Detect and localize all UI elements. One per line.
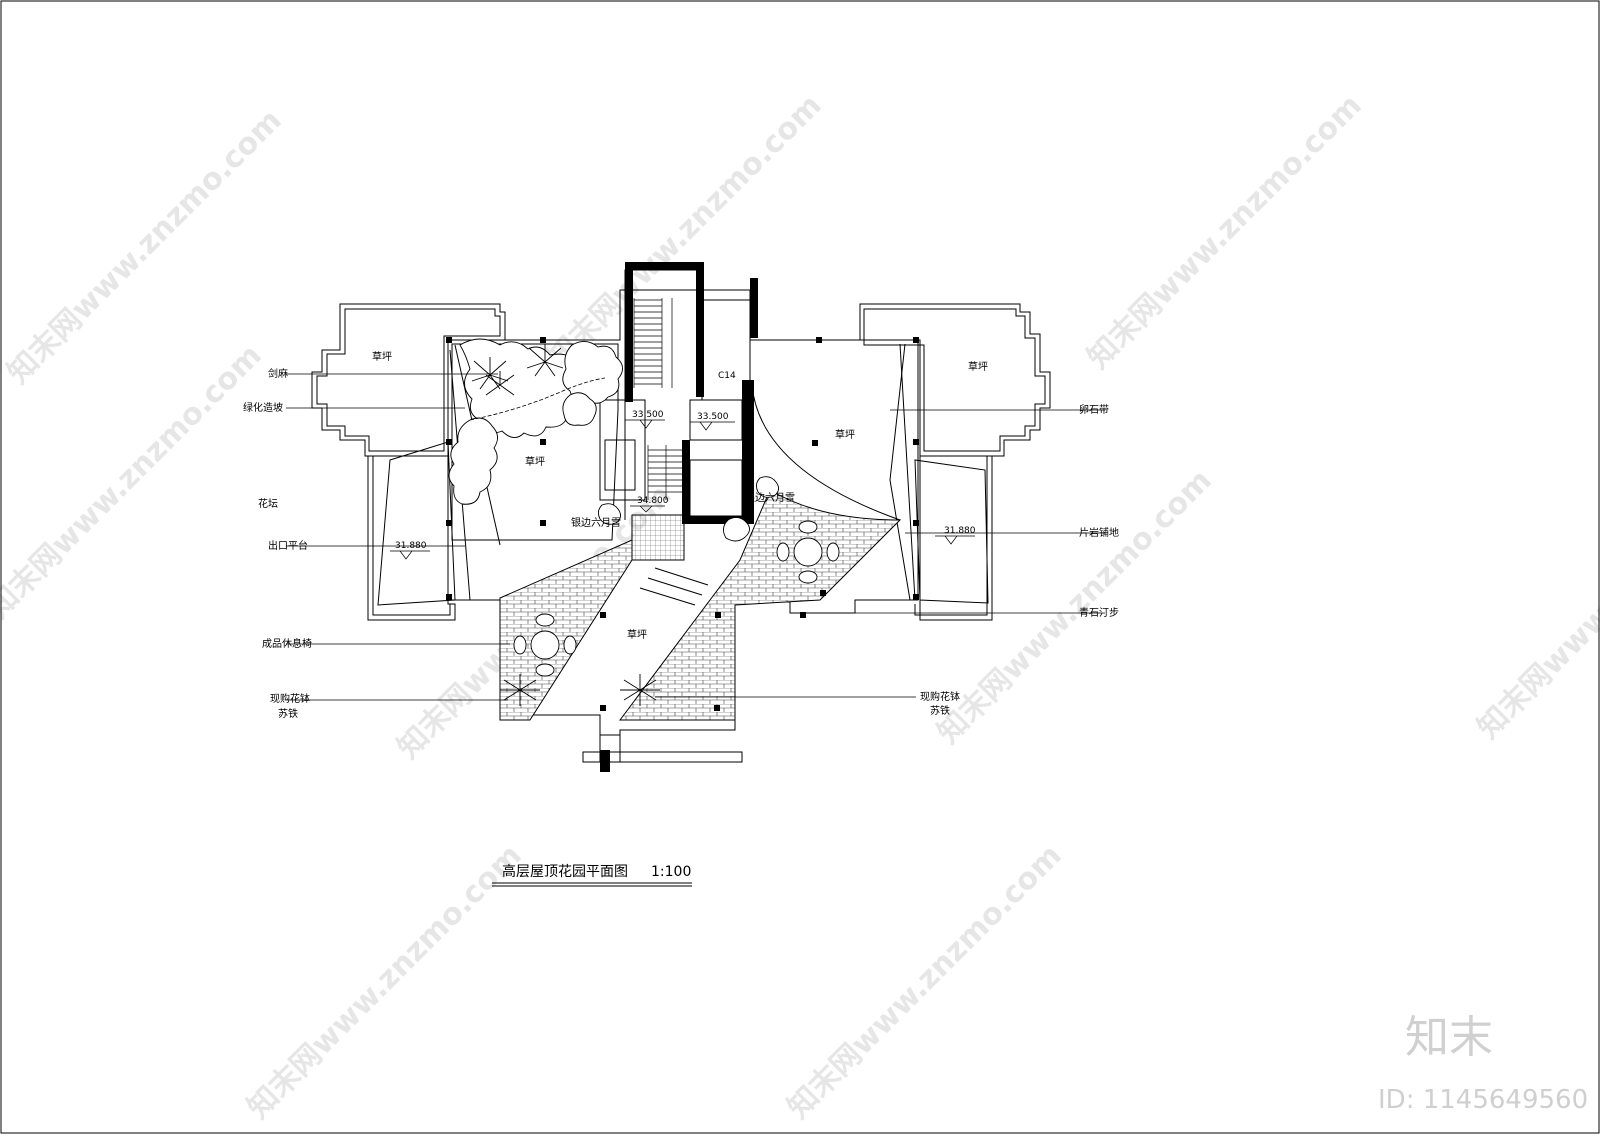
label-huabo-left: 现购花钵 xyxy=(270,692,310,705)
elevation-markers xyxy=(390,419,975,560)
elevation-3: 34.800 xyxy=(637,496,669,506)
paving-areas xyxy=(499,489,902,721)
drawing-scale: 1:100 xyxy=(651,864,691,880)
drawing-title: 高层屋顶花园平面图 xyxy=(502,863,628,880)
title-underline xyxy=(492,882,692,887)
area-lawn-bottom: 草坪 xyxy=(627,628,647,641)
elevation-4: 31.880 xyxy=(395,541,427,551)
curved-boundary xyxy=(751,384,901,521)
stair-core xyxy=(599,262,758,561)
watermark-6: 知末网www.znzmo.com xyxy=(931,463,1219,751)
label-jianma: 剑麻 xyxy=(268,367,288,380)
watermark-8: 知末网www.znzmo.com xyxy=(241,838,529,1126)
watermark-4: 知末网www.znzmo.com xyxy=(0,338,269,626)
label-luanshi: 卵石带 xyxy=(1079,404,1109,416)
seating-sets xyxy=(513,520,840,677)
label-chukou: 出口平台 xyxy=(268,539,308,552)
label-huabo-right: 现购花钵 xyxy=(920,690,960,703)
area-lawn-top-right: 草坪 xyxy=(968,360,988,373)
label-qingshi: 青石汀步 xyxy=(1079,606,1119,619)
columns xyxy=(446,337,919,772)
cycad-plants xyxy=(500,674,660,706)
label-sutie-right: 苏铁 xyxy=(930,704,950,717)
watermark-3: 知末网www.znzmo.com xyxy=(1081,88,1369,376)
drawing-id: ID: 1145649560 xyxy=(1378,1085,1588,1115)
watermark-7: 知末网www.znzmo.com xyxy=(1471,458,1600,746)
area-yinbian-right: 银边六月雪 xyxy=(745,491,795,504)
area-lawn-top-left: 草坪 xyxy=(372,350,392,363)
label-xiuxiyi: 成品休息椅 xyxy=(262,637,312,650)
right-wing xyxy=(859,303,1051,621)
green-slope-line xyxy=(469,377,606,421)
watermark-9: 知末网www.znzmo.com xyxy=(781,838,1069,1126)
label-sutie-left: 苏铁 xyxy=(278,707,298,720)
sword-plants xyxy=(471,344,564,396)
stepping-stones xyxy=(639,567,709,606)
label-pianyan: 片岩铺地 xyxy=(1079,526,1119,539)
area-lawn-center-left: 草坪 xyxy=(525,455,545,468)
brand-logo: 知末 xyxy=(1405,1012,1493,1063)
area-yinbian-left: 银边六月雪 xyxy=(571,516,621,529)
shrubs xyxy=(448,338,779,542)
label-lvhua: 绿化造坡 xyxy=(243,401,283,414)
elevation-1: 33.500 xyxy=(632,410,664,420)
area-lawn-center-right: 草坪 xyxy=(835,428,855,441)
watermark-2: 知末网www.znzmo.com xyxy=(541,88,829,376)
elevation-2: 33.500 xyxy=(697,412,729,422)
elevation-5: 31.880 xyxy=(944,526,976,536)
watermarks: 知末网www.znzmo.com 知末网www.znzmo.com 知末网www… xyxy=(0,88,1600,1126)
leader-lines xyxy=(286,373,1105,701)
label-huatan: 花坛 xyxy=(258,497,278,510)
area-c14: C14 xyxy=(718,371,736,381)
